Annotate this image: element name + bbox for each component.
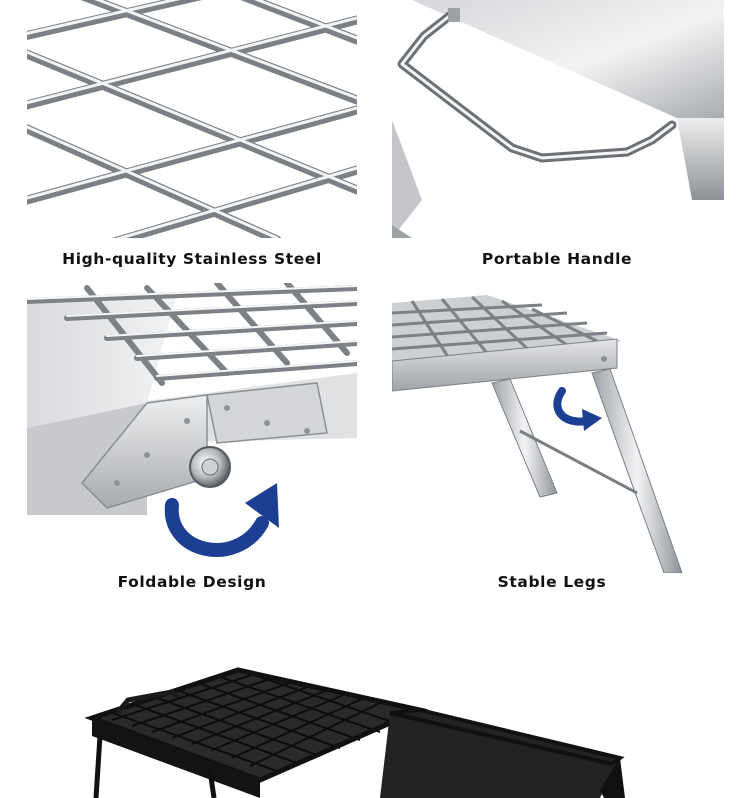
feature-caption-stainless-steel: High-quality Stainless Steel	[62, 250, 322, 268]
feature-caption-stable-legs: Stable Legs	[497, 573, 607, 591]
black-grill-photo	[0, 640, 750, 798]
feature-caption-foldable-design: Foldable Design	[117, 573, 267, 591]
portable-handle-photo	[392, 0, 724, 238]
feature-caption-portable-handle: Portable Handle	[481, 250, 633, 268]
stable-legs-photo	[392, 283, 724, 573]
stainless-steel-photo	[27, 0, 357, 238]
foldable-design-photo	[27, 283, 357, 565]
